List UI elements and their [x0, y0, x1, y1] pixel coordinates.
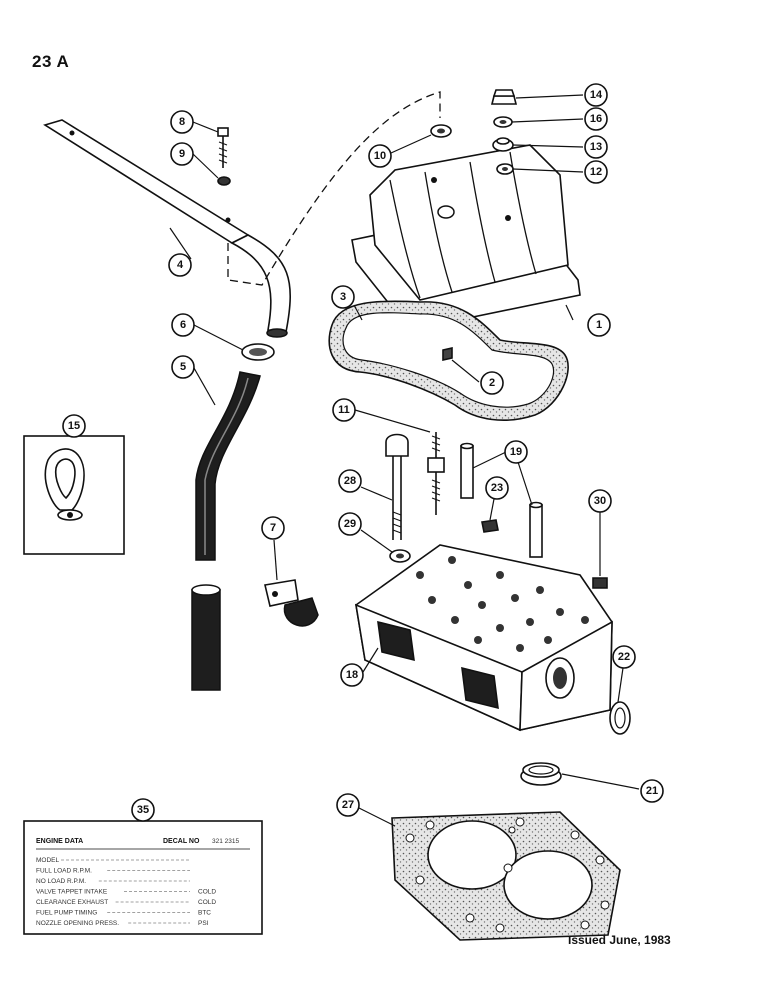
decal-row-unit: BTC	[198, 910, 211, 917]
valve-cover	[351, 144, 581, 331]
issued-date: Issued June, 1983	[568, 933, 671, 947]
svg-text:30: 30	[594, 495, 606, 507]
decal-number: 321 2315	[212, 838, 239, 845]
callout-7: 7	[261, 516, 285, 540]
svg-text:1: 1	[596, 319, 602, 331]
svg-text:35: 35	[137, 804, 149, 816]
callout-12: 12	[584, 160, 608, 184]
callout-11: 11	[332, 398, 356, 422]
callout-1: 1	[587, 313, 611, 337]
callout-16: 16	[584, 107, 608, 131]
svg-text:28: 28	[344, 475, 356, 487]
svg-text:5: 5	[180, 361, 186, 373]
callout-21: 21	[640, 779, 664, 803]
svg-text:7: 7	[270, 522, 276, 534]
manifold-seal-ring	[609, 701, 631, 735]
decal-row-label: MODEL	[36, 857, 60, 864]
cover-washer	[496, 163, 514, 175]
leader-lines	[169, 94, 640, 827]
callout-19: 19	[504, 440, 528, 464]
callout-28: 28	[338, 469, 362, 493]
injector-nut	[481, 519, 499, 533]
svg-text:4: 4	[177, 259, 184, 271]
callout-4: 4	[168, 253, 192, 277]
breather-tube	[43, 119, 291, 338]
callout-29: 29	[338, 512, 362, 536]
breather-hose-lower	[191, 589, 221, 691]
callout-13: 13	[584, 135, 608, 159]
svg-text:18: 18	[346, 669, 358, 681]
combustion-seal-ring	[520, 762, 562, 786]
svg-text:13: 13	[590, 141, 602, 153]
decal-row-label: CLEARANCE EXHAUST	[36, 899, 108, 906]
cylinder-head	[354, 544, 613, 732]
callout-3: 3	[331, 285, 355, 309]
svg-text:11: 11	[338, 404, 350, 416]
cylinder-head-stud	[427, 432, 445, 515]
callout-9: 9	[170, 142, 194, 166]
decal-row-label: FULL LOAD R.P.M.	[36, 868, 92, 875]
cylinder-head-gasket	[391, 811, 621, 941]
valve-guide	[460, 442, 543, 558]
decal-row-unit: COLD	[198, 889, 216, 896]
svg-text:9: 9	[179, 148, 185, 160]
svg-text:16: 16	[590, 113, 602, 125]
svg-text:12: 12	[590, 166, 602, 178]
page-label: 23 A	[32, 52, 70, 71]
breather-hose-upper	[195, 371, 261, 561]
decal-title: ENGINE DATA	[36, 838, 83, 845]
decal-row-label: VALVE TAPPET INTAKE	[36, 889, 108, 896]
decal-row-unit: PSI	[198, 920, 209, 927]
dashed-routing-line	[227, 91, 441, 286]
lock-washer	[217, 176, 231, 186]
grommet-seal	[442, 347, 453, 361]
callout-15: 15	[62, 414, 86, 438]
grommet	[492, 137, 514, 152]
callout-22: 22	[612, 645, 636, 669]
hardened-washer	[389, 549, 411, 563]
svg-text:15: 15	[68, 420, 80, 432]
callout-14: 14	[584, 83, 608, 107]
svg-text:6: 6	[180, 319, 186, 331]
svg-text:22: 22	[618, 651, 630, 663]
callout-23: 23	[485, 476, 509, 500]
hose-clip	[264, 579, 319, 627]
callout-2: 2	[480, 371, 504, 395]
svg-text:14: 14	[590, 89, 603, 101]
spacer-washer	[493, 116, 513, 128]
acorn-nut	[490, 89, 518, 105]
callout-6: 6	[171, 313, 195, 337]
svg-text:23: 23	[491, 482, 503, 494]
callout-5: 5	[171, 355, 195, 379]
svg-text:8: 8	[179, 116, 185, 128]
callout-35: 35	[131, 798, 155, 822]
svg-text:3: 3	[340, 291, 346, 303]
decal-number-label: DECAL NO	[163, 838, 200, 845]
svg-text:21: 21	[646, 785, 658, 797]
decal-row-unit: COLD	[198, 899, 216, 906]
decal-row-label: NO LOAD R.P.M.	[36, 878, 86, 885]
callout-30: 30	[588, 489, 612, 513]
svg-text:27: 27	[342, 799, 354, 811]
decal-row-label: NOZZLE OPENING PRESS.	[36, 920, 119, 927]
decal-row-label: FUEL PUMP TIMING	[36, 910, 97, 917]
bolt	[217, 127, 229, 168]
svg-text:10: 10	[374, 150, 386, 162]
callout-10: 10	[368, 144, 392, 168]
lifting-eye	[44, 448, 85, 521]
svg-text:2: 2	[489, 377, 495, 389]
hose-clamp	[241, 343, 275, 361]
pipe-plug	[592, 577, 608, 589]
svg-text:29: 29	[344, 518, 356, 530]
engine-data-decal: ENGINE DATA DECAL NO 321 2315 MODEL FULL …	[23, 820, 263, 935]
callout-8: 8	[170, 110, 194, 134]
callout-18: 18	[340, 663, 364, 687]
cylinder-head-bolt	[385, 433, 409, 540]
svg-text:19: 19	[510, 446, 522, 458]
callout-27: 27	[336, 793, 360, 817]
